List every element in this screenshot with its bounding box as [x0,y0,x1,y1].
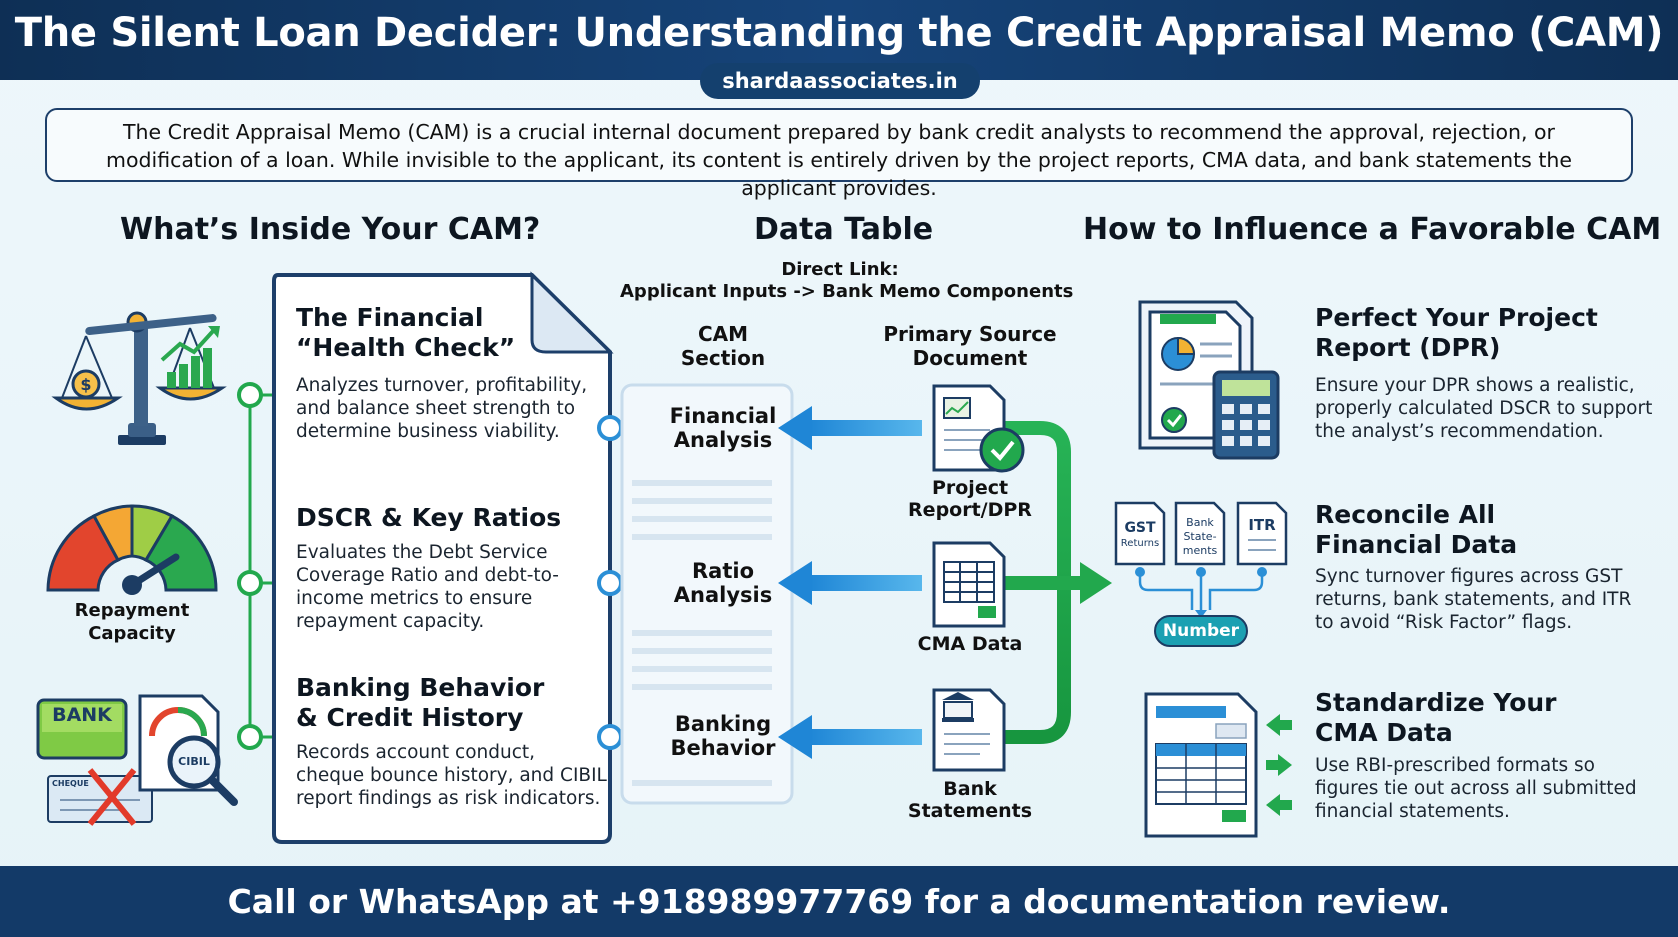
repayment-gauge-icon [46,504,218,595]
card-health-check-body-3: determine business viability. [296,421,560,442]
cma-data-icon [932,541,1006,628]
connector-node [597,724,623,750]
center-subtitle-1: Direct Link: [781,259,899,280]
left-section-title: What’s Inside Your CAM? [120,212,541,247]
connector-node [237,570,263,596]
balance-scale-icon: $ [51,311,227,445]
right-section-title: How to Influence a Favorable CAM [1083,212,1662,247]
card-banking-body-1: Records account conduct, [296,742,536,763]
source-cma: CMA Data [917,633,1023,655]
card-dscr-body-2: Coverage Ratio and debt-to- [296,565,559,586]
tip-dpr-body-2: properly calculated DSCR to support [1315,398,1653,419]
gst-label-2: Returns [1120,538,1160,549]
arrow-down-icon [1195,610,1207,618]
arrow-right-icon [1266,754,1292,776]
gst-returns-doc-icon [1114,501,1166,566]
tip-cma-body-2: figures tie out across all submitted [1315,778,1637,799]
repayment-label-1: Repayment [74,600,190,621]
bank-doc-label-1: Bank [1186,516,1214,529]
tip-reconcile-body-3: to avoid “Risk Factor” flags. [1315,612,1573,633]
card-dscr-body-1: Evaluates the Debt Service [296,542,548,563]
center-section-title: Data Table [754,212,934,247]
section-financial-2: Analysis [673,428,773,452]
card-dscr-body-3: income metrics to ensure [296,588,533,609]
cam-section-header-1: CAM [697,322,749,346]
card-health-check-title-1: The Financial [296,303,484,332]
bank-card-icon [36,698,128,760]
bank-statements-doc-icon [1174,501,1226,566]
tip-dpr-body-1: Ensure your DPR shows a realistic, [1315,375,1635,396]
card-banking-body-2: cheque bounce history, and CIBIL [296,765,607,786]
section-ratio-2: Analysis [673,583,773,607]
number-label: Number [1162,621,1240,641]
card-dscr-title: DSCR & Key Ratios [296,503,562,532]
tip-reconcile-title-1: Reconcile All [1315,500,1496,529]
cam-section-header-2: Section [680,346,766,370]
cheque-label: CHEQUE [52,779,89,788]
source-dpr-1: Project [931,477,1009,499]
cibil-report-icon [138,694,238,806]
card-banking-body-3: report findings as risk indicators. [296,788,601,809]
intro-box: The Credit Appraisal Memo (CAM) is a cru… [45,108,1633,200]
number-badge [1154,615,1248,647]
tip-dpr-title-1: Perfect Your Project [1315,303,1598,332]
tip-reconcile-body-2: returns, bank statements, and ITR [1315,589,1632,610]
merge-arrow-icon [1080,562,1112,604]
repayment-label-2: Capacity [88,623,176,644]
cam-document-card [272,271,614,844]
section-financial-1: Financial [669,404,777,428]
tip-cma-body-3: financial statements. [1315,801,1510,822]
page-title: The Silent Loan Decider: Understanding t… [14,10,1664,56]
section-banking-1: Banking [674,712,772,736]
tip-dpr-title-2: Report (DPR) [1315,333,1501,362]
connector-node [237,724,263,750]
connector-node [237,382,263,408]
tip-cma-body-1: Use RBI-prescribed formats so [1315,755,1595,776]
card-health-check-body-2: and balance sheet strength to [296,398,576,419]
arrow-left-icon [1266,714,1292,736]
tip-cma-title-2: CMA Data [1315,718,1453,747]
site-badge[interactable]: shardaassociates.in [700,63,980,99]
section-banking-2: Behavior [670,736,776,760]
cross-mark-icon [87,768,137,826]
source-bank-1: Bank [943,778,997,800]
tip-dpr-body-3: the analyst’s recommendation. [1315,421,1604,442]
tip-cma-title-1: Standardize Your [1315,688,1557,717]
source-bank-2: Statements [907,800,1033,822]
card-health-check-title-2: “Health Check” [296,333,516,362]
gst-label-1: GST [1124,520,1156,536]
card-banking-title-2: & Credit History [296,703,524,732]
svg-text:$: $ [80,375,91,394]
card-banking-title-1: Banking Behavior [296,673,545,702]
bank-doc-label-3: ments [1182,544,1218,557]
footer-cta[interactable]: Call or WhatsApp at +918989977769 for a … [0,866,1678,937]
cibil-label: CIBIL [178,755,210,768]
tip-reconcile-title-2: Financial Data [1315,530,1518,559]
arrow-left-icon [778,406,922,450]
center-subtitle-2: Applicant Inputs -> Bank Memo Components [620,281,1074,302]
source-dpr-2: Report/DPR [908,499,1032,521]
bank-doc-label-2: State- [1183,530,1217,543]
itr-doc-icon [1236,501,1288,566]
source-doc-header-1: Primary Source [883,322,1057,346]
itr-label: ITR [1248,516,1276,534]
bank-statements-icon [932,688,1006,772]
card-health-check-body-1: Analyzes turnover, profitability, [296,375,588,396]
card-dscr-body-4: repayment capacity. [296,611,485,632]
source-doc-header-2: Document [912,346,1028,370]
data-table-panel [620,383,794,805]
section-ratio-1: Ratio [691,559,754,583]
arrow-left-icon [778,561,922,605]
connector-node [597,415,623,441]
connector-node [597,570,623,596]
cma-data-sheet-icon [1144,692,1258,838]
arrow-left-icon [1266,794,1292,816]
bank-label: BANK [52,704,112,726]
project-report-icon [932,384,1025,473]
dpr-report-calculator-icon [1138,300,1280,460]
tip-reconcile-body-1: Sync turnover figures across GST [1315,566,1623,587]
arrow-left-icon [778,715,922,759]
